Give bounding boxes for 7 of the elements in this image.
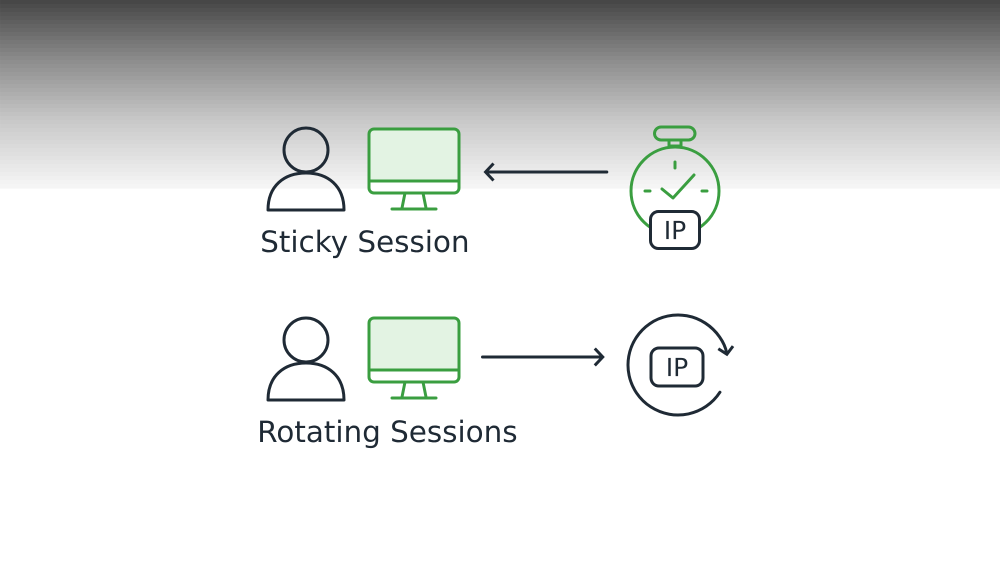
- ip-badge: IP: [650, 346, 704, 388]
- monitor-icon: [368, 316, 460, 400]
- node-label: Sticky Session: [262, 230, 468, 258]
- monitor-icon: [368, 128, 460, 210]
- arrow: [481, 348, 605, 366]
- node-label: Rotating Sessions: [260, 420, 516, 448]
- arrow: [484, 162, 608, 182]
